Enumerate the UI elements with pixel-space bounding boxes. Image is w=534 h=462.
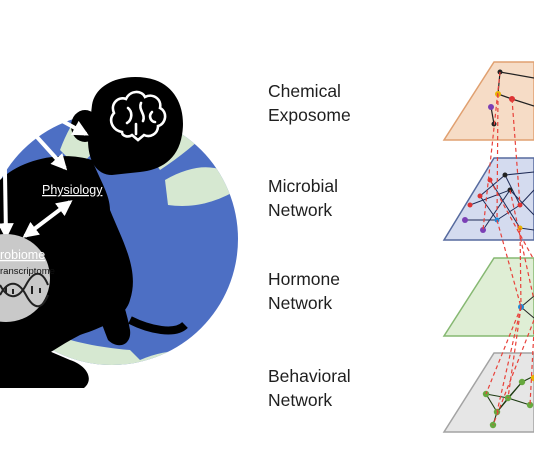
microbiome-disc [0, 234, 50, 322]
node [488, 104, 494, 110]
microbiome-label: robiome [0, 248, 45, 262]
layer-label-line: Behavioral [268, 366, 351, 386]
exposome-label: ome [0, 78, 26, 93]
layer-label-line: Network [268, 390, 333, 410]
inter-layer-links [482, 71, 534, 426]
transcriptome-label: ranscriptome [0, 266, 55, 277]
layer-label-line: Chemical [268, 81, 341, 101]
brain-icon [109, 90, 167, 142]
node [526, 401, 534, 409]
node [502, 172, 508, 178]
layer-label-line: Microbial [268, 176, 339, 196]
layer-label-line: Hormone [268, 269, 340, 289]
layer-plane-hormone [442, 257, 534, 337]
node [518, 378, 526, 386]
layer-label-microbial: Microbial Network [268, 174, 418, 222]
influence-arrows [0, 93, 89, 240]
layer-label-line: Exposome [268, 105, 351, 125]
layer-label-line: Network [268, 200, 333, 220]
left-panel: ome Physiology robiome ranscriptome [0, 77, 238, 388]
layer-label-line: Network [268, 293, 333, 313]
arrow-physiology-to-microbiome [22, 200, 73, 238]
node [477, 193, 483, 199]
monkey-tail [128, 316, 188, 335]
layer-label-chemical: Chemical Exposome [268, 79, 418, 127]
node [462, 217, 468, 223]
network-layers [442, 61, 534, 433]
node [467, 202, 473, 208]
layer-plane-behavioral [442, 352, 534, 433]
layer-plane-chemical [442, 61, 534, 141]
node [480, 227, 486, 233]
physiology-label: Physiology [42, 183, 103, 197]
monkey-legs [0, 330, 89, 388]
monkey-arm [82, 240, 131, 346]
arrow-exposome-to-brain [14, 93, 89, 136]
node [509, 96, 515, 102]
dna-icon [0, 272, 49, 308]
layer-label-hormone: Hormone Network [268, 267, 418, 315]
arrow-exposome-to-microbiome [0, 111, 14, 240]
arrow-exposome-to-physiology [6, 103, 68, 171]
layer-label-behavioral: Behavioral Network [268, 364, 418, 412]
